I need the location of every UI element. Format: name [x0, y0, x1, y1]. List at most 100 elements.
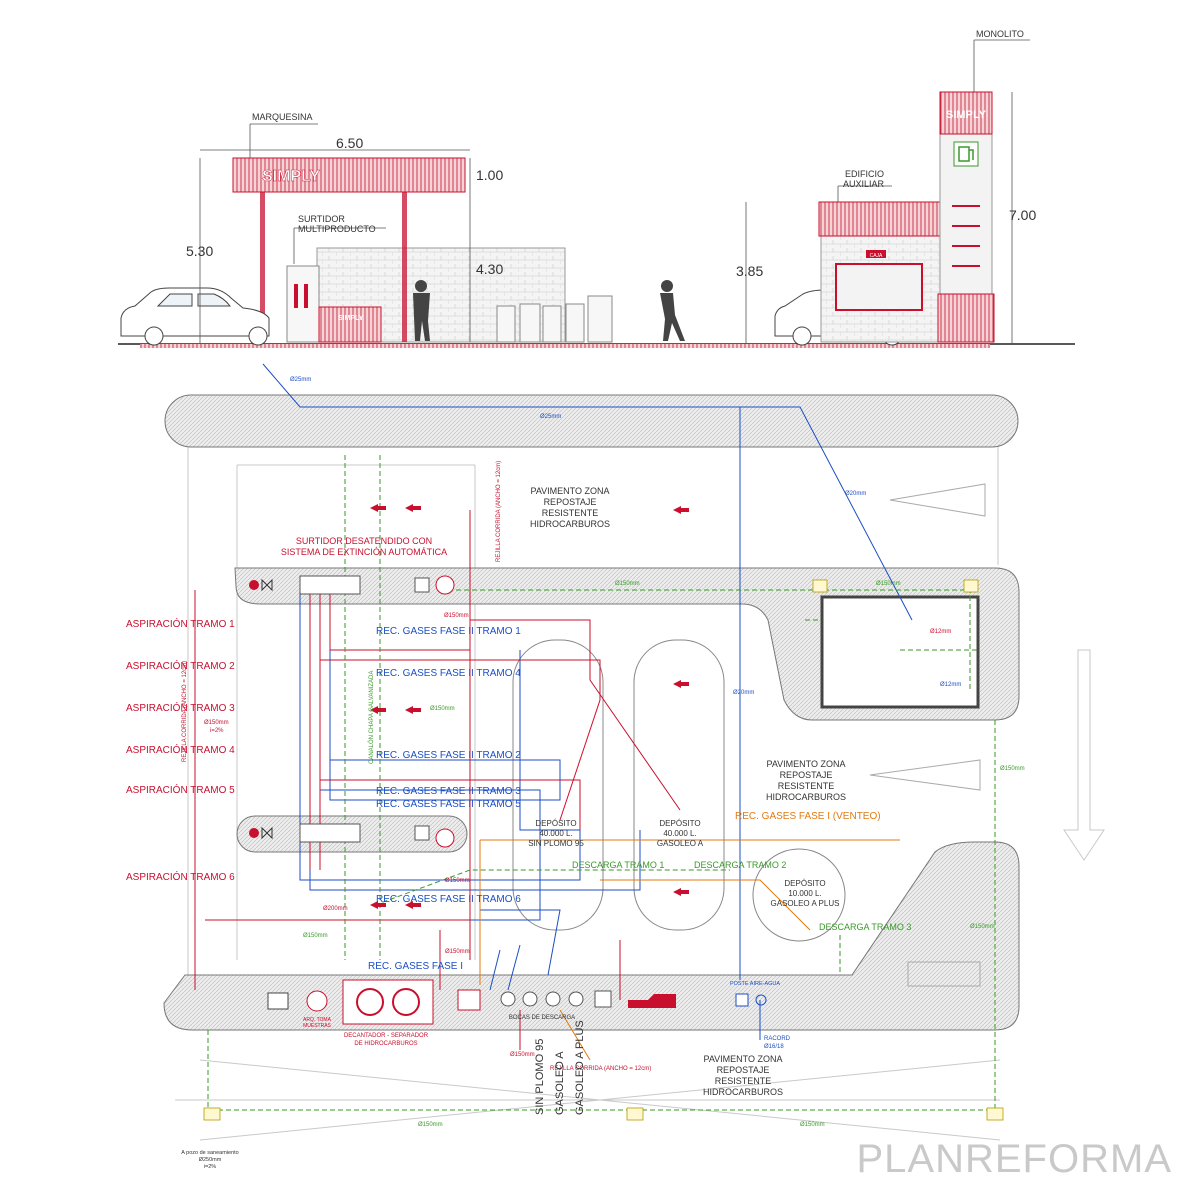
elevation: SIMPLY SIMPLY: [118, 29, 1075, 348]
tank-outline: [512, 639, 604, 931]
pipe-label-20b: Ø20mm: [733, 690, 754, 696]
direction-triangle: [889, 483, 986, 517]
pavimento-top-3: RESISTENTE: [542, 508, 599, 518]
deposito-2-volume: 40.000 L.: [663, 829, 696, 838]
deposito-1-title: DEPÓSITO: [535, 819, 576, 828]
deposito-3-title: DEPÓSITO: [784, 879, 825, 888]
pozo-3: i=2%: [204, 1164, 216, 1170]
deposito-2-product: GASOLEO A: [657, 839, 704, 848]
direction-triangle: [869, 759, 981, 791]
sample-well: [306, 990, 328, 1012]
descarga-tramo-1: DESCARGA TRAMO 1: [572, 860, 664, 870]
pipe-label-20: Ø20mm: [845, 491, 866, 497]
pipe-label-150l: Ø150mm: [418, 1122, 443, 1128]
pipe-label-150k: Ø150mm: [970, 924, 995, 930]
monolith-brand: SIMPLY: [946, 109, 987, 121]
decantador-label-2: DE HIDROCARBUROS: [354, 1041, 417, 1047]
surtidor-title-1: SURTIDOR DESATENDIDO CON: [296, 536, 432, 546]
person-icon: [413, 280, 430, 341]
rejilla-label-1: REJILLA CORRIDA (ANCHO = 12cm): [496, 461, 502, 562]
arq-toma-2: MUESTRAS: [303, 1023, 331, 1029]
dimension-100: 1.00: [476, 167, 503, 183]
racord-2: Ø16/18: [764, 1044, 784, 1050]
product-gasoleo-plus: GASOLEO A PLUS: [574, 1020, 586, 1115]
bin: [565, 303, 585, 343]
descarga-tramo-2: DESCARGA TRAMO 2: [694, 860, 786, 870]
deposito-3-volume: 10.000 L.: [788, 889, 821, 898]
pavimento-right-1: PAVIMENTO ZONA: [766, 759, 845, 769]
arqueta: [457, 989, 481, 1011]
pozo-1: A pozo de saneamiento: [181, 1150, 239, 1156]
caja-label: CAJA: [870, 253, 883, 259]
plan: [163, 363, 1105, 1141]
rejilla-label-3: REJILLA CORRIDA (ANCHO = 12cm): [550, 1066, 651, 1072]
extinguisher-icon: [435, 575, 455, 848]
canopy-column-left: [260, 192, 265, 342]
building-room: [820, 595, 980, 709]
price-rows: [952, 205, 980, 267]
label-monolito: MONOLITO: [976, 29, 1024, 39]
building-fascia: [818, 201, 948, 237]
car-icon: [120, 287, 270, 346]
label-auxiliar: AUXILIAR: [843, 179, 885, 189]
dimension-700: 7.00: [1009, 207, 1036, 223]
plan-labels: PAVIMENTO ZONA REPOSTAJE RESISTENTE HIDR…: [126, 377, 1025, 1170]
person-icon: [660, 280, 685, 341]
aspiracion-tramo-6: ASPIRACIÓN TRAMO 6: [126, 870, 235, 883]
canopy: [232, 157, 466, 193]
pipe-label-150f: Ø150mm: [445, 949, 470, 955]
island-brand: SIMPLY: [338, 315, 364, 322]
brand-watermark: PLANREFORMA: [857, 1137, 1173, 1181]
dimension-385: 3.85: [736, 263, 763, 279]
deposito-1-volume: 40.000 L.: [539, 829, 572, 838]
dimension-430: 4.30: [476, 261, 503, 277]
dimension-530: 5.30: [186, 243, 213, 259]
product-gasoleo-a: GASOLEO A: [554, 1051, 566, 1115]
pipe-label-25b: Ø25mm: [540, 414, 561, 420]
dispenser-nozzle: [294, 284, 298, 308]
pozo-2: Ø250mm: [199, 1157, 222, 1163]
pavimento-top-2: REPOSTAJE: [544, 497, 597, 507]
pavimento-right-4: HIDROCARBUROS: [766, 792, 846, 802]
canopy-column-right: [402, 192, 407, 342]
flow-arrows: [370, 504, 689, 909]
rec-gases-fase-1: REC. GASES FASE I: [368, 961, 463, 972]
bocas-descarga: BOCAS DE DESCARGA: [509, 1015, 575, 1021]
rec-gases-tramo-4: REC. GASES FASE II TRAMO 4: [376, 668, 521, 679]
aspiracion-tramo-2: ASPIRACIÓN TRAMO 2: [126, 659, 235, 672]
bin: [587, 295, 613, 343]
rec-gases-tramo-6: REC. GASES FASE II TRAMO 6: [376, 894, 521, 905]
pipe-label-150m: Ø150mm: [800, 1122, 825, 1128]
dispenser: [286, 265, 320, 343]
tanker-truck-icon: [628, 994, 676, 1008]
pavimento-right-2: REPOSTAJE: [780, 770, 833, 780]
bin: [519, 303, 541, 343]
racord-1: RACORD: [764, 1036, 791, 1042]
pipe-label-150g: Ø150mm: [510, 1052, 535, 1058]
aspiracion-tramo-1: ASPIRACIÓN TRAMO 1: [126, 617, 235, 630]
pipes-orange: [479, 839, 900, 1061]
pipe-label-150c: Ø150mm: [430, 706, 455, 712]
pavimento-top-4: HIDROCARBUROS: [530, 519, 610, 529]
rejilla-label-2: REJILLA CORRIDA (ANCHO = 12cm): [182, 661, 188, 762]
pipe-label-150: Ø150mm: [204, 720, 229, 726]
pipe-label-200: Ø200mm: [323, 906, 348, 912]
label-edificio: EDIFICIO: [845, 169, 884, 179]
arquetas: [203, 579, 1004, 1121]
pipe-label-150h: Ø150mm: [615, 581, 640, 587]
decantador-chamber: [392, 988, 420, 1016]
pipe-label-150b: Ø150mm: [444, 613, 469, 619]
dispenser-nozzle: [304, 284, 308, 308]
rec-gases-tramo-3: REC. GASES FASE II TRAMO 3: [376, 786, 521, 797]
arq-toma-1: ARQ. TOMA: [303, 1017, 332, 1023]
kiosk-window: [835, 263, 923, 311]
pavimento-bottom-2: REPOSTAJE: [717, 1065, 770, 1075]
air-water-icon: [755, 994, 767, 1006]
surtidor-title-2: SISTEMA DE EXTINCIÓN AUTOMÁTICA: [281, 547, 447, 557]
canalon-label: CANALÓN CHAPA GALVANIZADA: [368, 671, 375, 764]
descarga-tramo-3: DESCARGA TRAMO 3: [819, 922, 911, 932]
bin: [542, 305, 562, 343]
arqueta: [267, 992, 289, 1010]
label-multiproducto: MULTIPRODUCTO: [298, 224, 376, 234]
island-top: [164, 394, 1019, 448]
